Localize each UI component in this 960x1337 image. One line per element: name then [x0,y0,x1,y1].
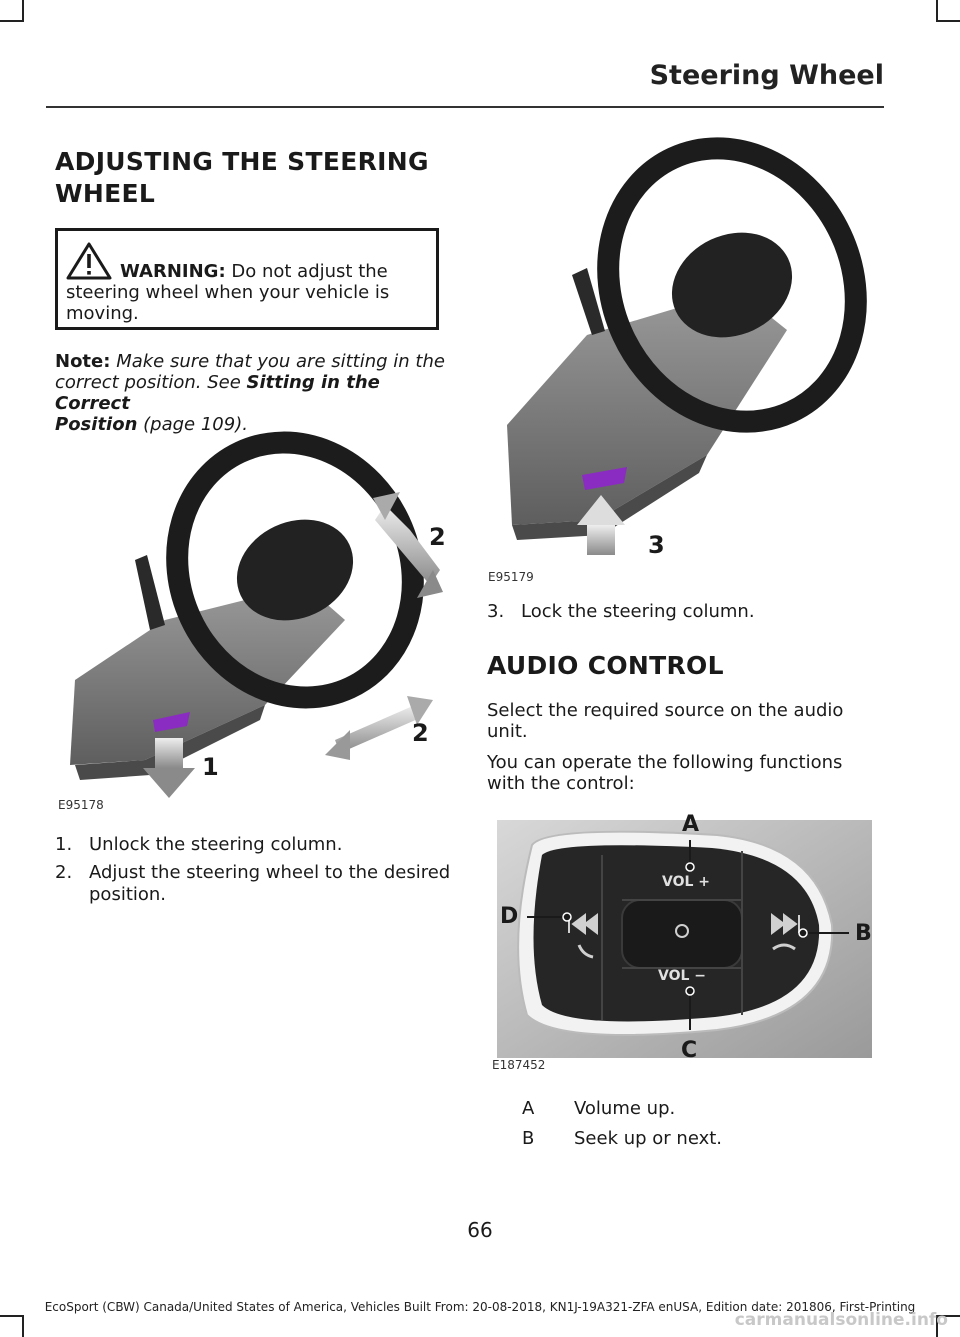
legend-key-a: A [522,1098,535,1119]
figure-audio-control [497,820,872,1058]
figure-code-e95179: E95179 [488,570,534,584]
audio-para-1-line-2: unit. [487,721,528,742]
step-3-text: Lock the steering column. [521,601,755,622]
vol-up-label: VOL + [662,874,711,890]
voice-icon [675,924,689,938]
figure-steering-unlock-adjust [70,431,443,798]
figure-label-b: B [855,921,872,946]
step-2-text: Adjust the steering wheel to the desired… [89,862,459,906]
crop-mark [936,1315,960,1317]
steering-column-shape-2 [507,290,787,525]
crop-mark [0,20,24,22]
figure-label-d: D [500,904,519,929]
seek-forward-icon [771,913,800,935]
audio-para-1: Select the required source on the audio … [487,700,887,742]
warning-triangle-icon [66,242,112,280]
audio-para-2-line-1: You can operate the following functions [487,752,843,773]
callout-2-bottom: 2 [412,719,429,747]
note-paragraph: Note: Make sure that you are sitting in … [55,351,455,435]
note-label: Note: [55,351,111,372]
vol-down-label: VOL − [658,968,707,984]
section-heading-adjusting: ADJUSTING THE STEERING WHEEL [55,146,429,210]
watermark: carmanualsonline.info [734,1310,948,1330]
legend-value-a: Volume up. [574,1098,676,1119]
heading-line-2: WHEEL [55,179,156,208]
audio-para-2-line-2: with the control: [487,773,635,794]
steering-wheel-shape-2 [597,137,867,433]
legend-key-b: B [522,1128,535,1149]
release-lever-shape [153,712,190,732]
lock-lever-shape [582,467,627,490]
edition-info: EcoSport (CBW) Canada/United States of A… [44,1300,916,1314]
step-2-number: 2. [55,862,73,883]
section-heading-audio-control: AUDIO CONTROL [487,651,724,680]
note-text-1: Make sure that you are sitting in the [116,351,445,372]
warning-label: WARNING: [120,261,226,282]
figure-label-c: C [681,1038,698,1063]
audio-para-2: You can operate the following functions … [487,752,887,794]
crop-mark [936,0,938,22]
callout-2-top: 2 [429,523,446,551]
step-1-text: Unlock the steering column. [89,834,343,855]
crop-mark [936,1315,938,1337]
callout-3: 3 [648,531,665,559]
note-text-2: correct position. See [55,372,241,393]
audio-para-1-line-1: Select the required source on the audio [487,700,844,721]
steering-column-shape [70,585,345,765]
note-page-ref: (page 109). [143,414,248,435]
step-2-line-2: position. [89,884,167,905]
callout-1: 1 [202,753,219,781]
page-number: 66 [467,1218,493,1242]
figure-code-e95178: E95178 [58,798,104,812]
figure-steering-lock [507,137,867,555]
page-header-title: Steering Wheel [649,60,884,91]
warning-box: WARNING: Do not adjust the steering whee… [55,228,439,330]
step-3-number: 3. [487,601,505,622]
phone-icon [577,944,594,959]
note-link-part-1[interactable]: Sitting in the Correct [55,372,380,414]
warning-text: WARNING: Do not adjust the steering whee… [66,261,426,324]
step-2-line-1: Adjust the steering wheel to the desired [89,862,451,883]
legend-value-b: Seek up or next. [574,1128,723,1149]
figure-code-e187452: E187452 [492,1058,546,1072]
step-1-number: 1. [55,834,73,855]
figure-label-a: A [682,812,700,837]
crop-mark [936,20,960,22]
crop-mark [0,1315,24,1317]
crop-mark [22,0,24,22]
crop-mark [22,1315,24,1337]
warning-body: Do not adjust the steering wheel when yo… [66,261,390,324]
hang-up-icon [772,943,796,951]
header-divider [46,106,884,108]
note-link-part-2[interactable]: Position [55,414,138,435]
heading-line-1: ADJUSTING THE STEERING [55,147,429,176]
